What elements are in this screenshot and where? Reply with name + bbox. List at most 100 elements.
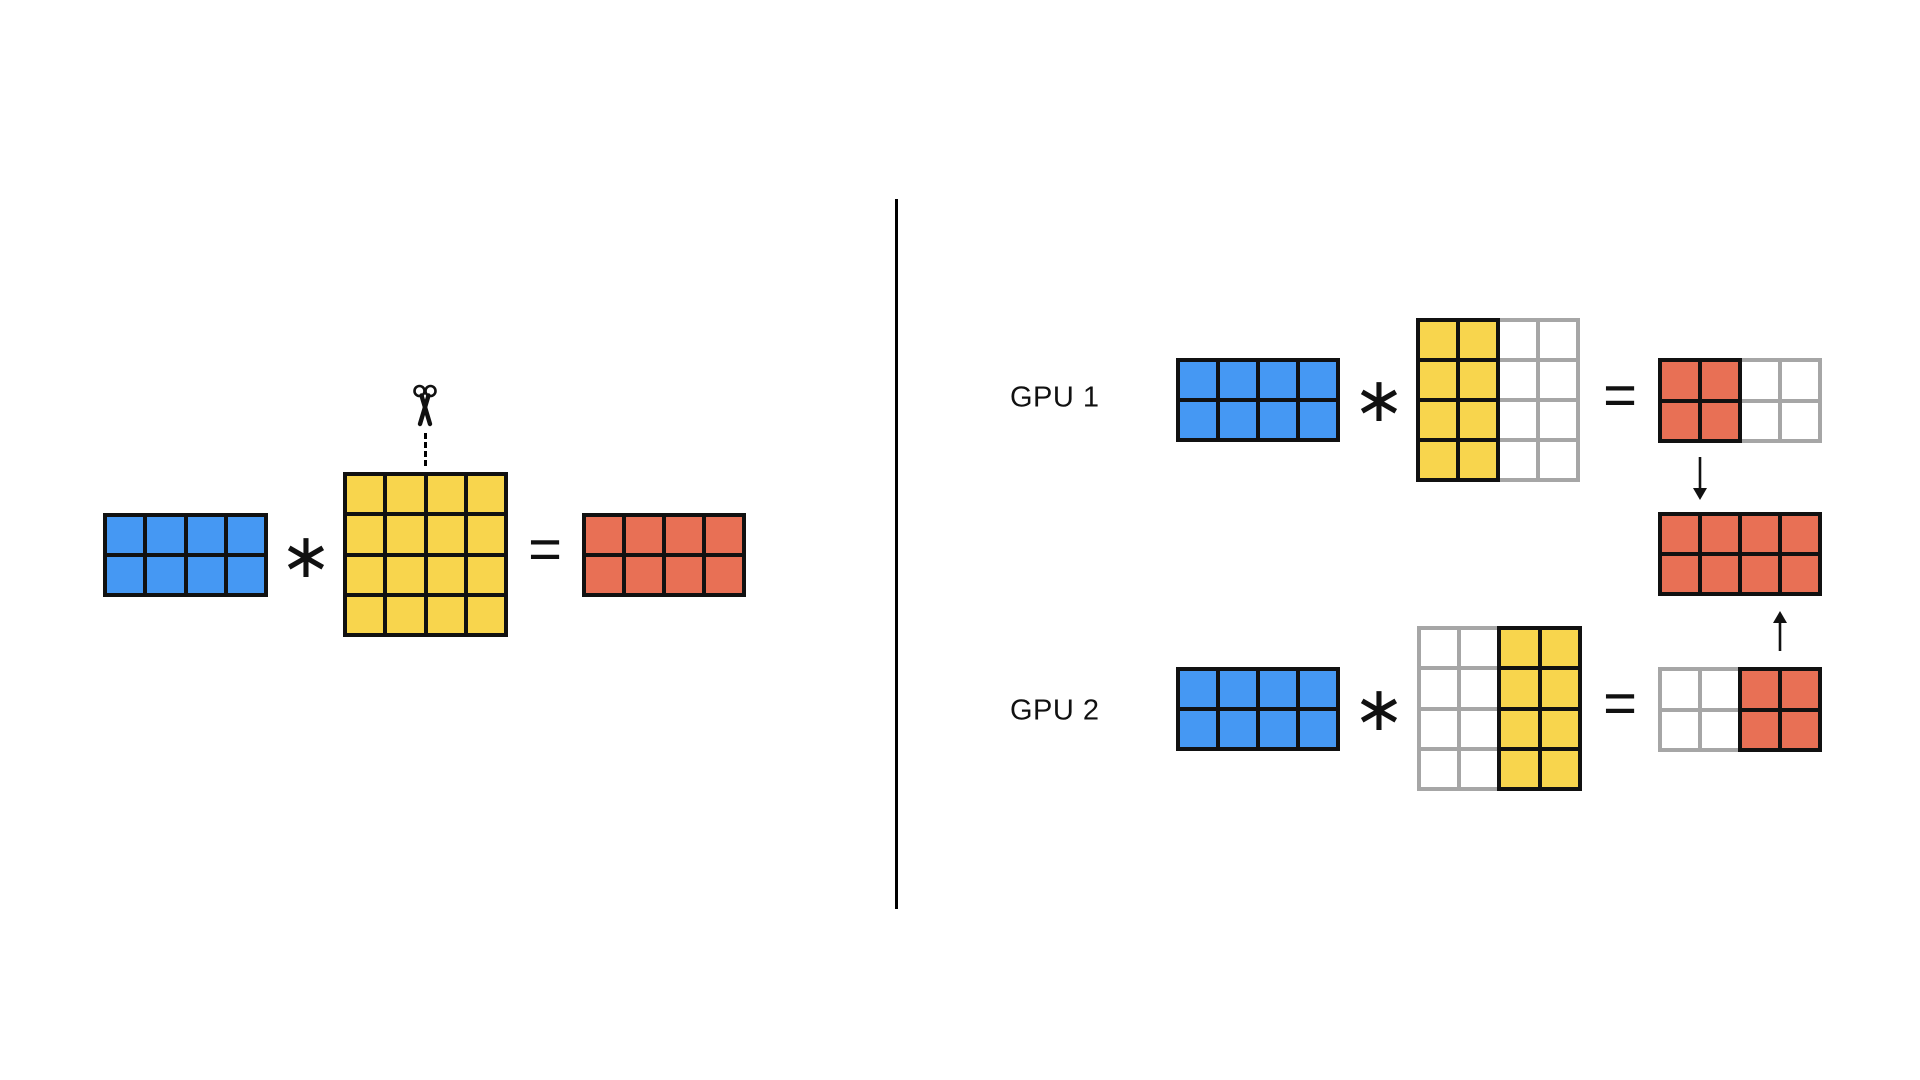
left-matrix-a-cell (187, 557, 224, 593)
left-matrix-b-cell (387, 476, 424, 513)
gather-arrow-up (1771, 610, 1789, 653)
left-matrix-a-cell (187, 517, 224, 553)
multiply-operator-left: ∗ (280, 519, 332, 592)
gpu2-matrix-b-remote-cell (1461, 750, 1497, 787)
gpu2-matrix-b-remote-cell (1461, 630, 1497, 667)
gather-arrow-down (1691, 455, 1709, 501)
equals-operator-gpu1: = (1603, 363, 1637, 428)
left-matrix-c (582, 513, 746, 597)
gathered-matrix-c-cell (1742, 516, 1778, 552)
gpu1-matrix-b-remote-cell (1540, 442, 1576, 478)
gpu2-matrix-c-empty-cell (1662, 671, 1698, 708)
left-matrix-a-cell (227, 557, 264, 593)
gpu2-matrix-a-cell (1300, 711, 1336, 747)
multiply-operator-gpu2: ∗ (1353, 672, 1405, 745)
left-matrix-c-cell (666, 517, 702, 553)
left-matrix-c-cell (586, 517, 622, 553)
gpu1-matrix-a-cell (1220, 402, 1256, 438)
left-matrix-c-cell (626, 517, 662, 553)
gathered-matrix-c-cell (1742, 556, 1778, 592)
gpu1-label: GPU 1 (1010, 381, 1100, 414)
gpu1-matrix-b-remote-cell (1540, 402, 1576, 438)
gpu1-matrix-b-remote-cell (1500, 362, 1536, 398)
left-matrix-a (103, 513, 268, 597)
gpu2-matrix-b-remote-cell (1421, 630, 1457, 667)
gpu2-matrix-a-cell (1220, 671, 1256, 707)
gpu1-matrix-b-shard-cell (1420, 442, 1456, 478)
gpu1-matrix-b-remote (1496, 318, 1580, 482)
gpu2-matrix-a (1176, 667, 1340, 751)
equals-operator-left: = (528, 517, 562, 582)
gpu2-matrix-b-remote (1417, 626, 1501, 791)
left-matrix-b-cell (347, 516, 384, 553)
gpu2-matrix-c-empty-cell (1702, 711, 1738, 748)
gpu1-matrix-a-cell (1180, 402, 1216, 438)
gpu2-matrix-c-partial-cell (1782, 671, 1818, 708)
left-matrix-b-cell (347, 476, 384, 513)
gpu1-matrix-c-partial (1658, 358, 1742, 443)
left-matrix-a-cell (147, 517, 184, 553)
left-matrix-b-cell (387, 556, 424, 593)
gpu2-matrix-a-cell (1300, 671, 1336, 707)
gpu2-matrix-b-remote-cell (1461, 710, 1497, 747)
gpu2-matrix-b-shard-cell (1501, 630, 1538, 667)
gpu1-matrix-a-cell (1260, 362, 1296, 398)
gpu2-matrix-a-cell (1180, 671, 1216, 707)
gpu2-matrix-a-cell (1220, 711, 1256, 747)
gathered-matrix-c-cell (1662, 516, 1698, 552)
gpu2-matrix-c-empty (1658, 667, 1742, 752)
gpu2-matrix-b-remote-cell (1421, 710, 1457, 747)
left-matrix-b-cell (387, 596, 424, 633)
gpu1-matrix-c-empty-cell (1782, 362, 1818, 399)
gpu1-matrix-b-shard-cell (1460, 402, 1496, 438)
gpu2-matrix-b-shard-cell (1541, 630, 1578, 667)
left-matrix-b-cell (467, 556, 504, 593)
gpu2-matrix-c-partial (1738, 667, 1822, 752)
left-matrix-b-cell (467, 476, 504, 513)
gpu1-matrix-b-shard-cell (1460, 322, 1496, 358)
left-matrix-b-cell (467, 596, 504, 633)
equals-operator-gpu2: = (1603, 671, 1637, 736)
gpu1-matrix-b-remote-cell (1540, 362, 1576, 398)
gpu1-matrix-b-remote-cell (1500, 442, 1536, 478)
gpu2-matrix-b-shard-cell (1501, 670, 1538, 707)
gpu2-matrix-b-shard-cell (1501, 710, 1538, 747)
gpu1-matrix-a-cell (1180, 362, 1216, 398)
gpu2-matrix-b-remote-cell (1421, 750, 1457, 787)
gpu2-matrix-a-cell (1260, 711, 1296, 747)
multiply-operator-gpu1: ∗ (1353, 363, 1405, 436)
gathered-matrix-c-cell (1782, 516, 1818, 552)
gpu2-matrix-b-remote-cell (1421, 670, 1457, 707)
gpu1-matrix-c-empty-cell (1742, 402, 1778, 439)
gpu2-matrix-c-partial-cell (1742, 671, 1778, 708)
left-matrix-a-cell (227, 517, 264, 553)
gpu1-matrix-a-cell (1260, 402, 1296, 438)
gpu1-matrix-a-cell (1300, 362, 1336, 398)
left-matrix-b-cell (467, 516, 504, 553)
gpu1-matrix-c-empty-cell (1782, 402, 1818, 439)
gpu1-matrix-a-cell (1300, 402, 1336, 438)
gpu2-matrix-a-cell (1180, 711, 1216, 747)
gathered-matrix-c-cell (1782, 556, 1818, 592)
gpu1-matrix-b-remote-cell (1540, 322, 1576, 358)
left-matrix-b-cell (427, 516, 464, 553)
left-matrix-b-cell (427, 596, 464, 633)
left-matrix-b-cell (387, 516, 424, 553)
left-matrix-b-cell (347, 556, 384, 593)
left-matrix-c-cell (626, 557, 662, 593)
gpu2-matrix-b-shard (1497, 626, 1582, 791)
scissors-icon (410, 384, 440, 430)
gpu2-label: GPU 2 (1010, 694, 1100, 727)
gathered-matrix-c-cell (1702, 516, 1738, 552)
gpu1-matrix-a-cell (1220, 362, 1256, 398)
panel-divider (895, 199, 898, 909)
gpu1-matrix-b-shard (1416, 318, 1500, 482)
left-matrix-a-cell (107, 517, 144, 553)
gpu1-matrix-c-partial-cell (1662, 402, 1698, 439)
gpu2-matrix-c-empty-cell (1702, 671, 1738, 708)
gpu2-matrix-b-shard-cell (1541, 750, 1578, 787)
left-matrix-c-cell (666, 557, 702, 593)
gpu1-matrix-c-empty (1738, 358, 1822, 443)
left-matrix-b-cell (347, 596, 384, 633)
gpu2-matrix-c-partial-cell (1742, 711, 1778, 748)
